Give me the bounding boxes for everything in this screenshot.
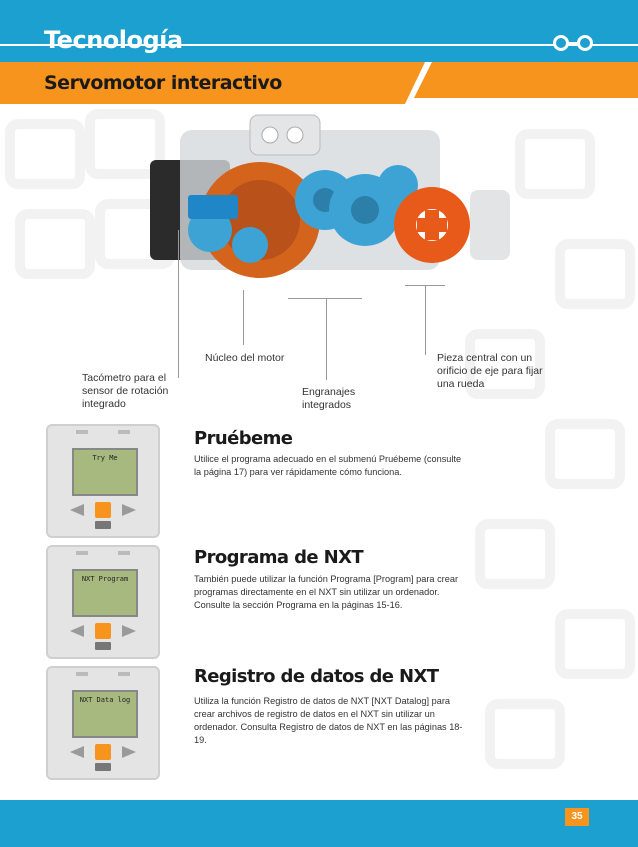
leader-nucleo <box>243 290 244 345</box>
right-arrow-icon <box>122 625 136 637</box>
section-body-programa: También puede utilizar la función Progra… <box>194 574 459 610</box>
nxt-screen: Try Me <box>72 448 138 496</box>
nxt-screen: NXT Data log <box>72 690 138 738</box>
leader-tacometro <box>178 230 179 378</box>
page-number: 35 <box>565 808 589 826</box>
enter-button-icon <box>95 623 111 639</box>
section-body-pruebeme: Utilice el programa adecuado en el subme… <box>194 454 462 477</box>
leader-engranajes <box>326 298 327 380</box>
nxt-brick-datalog: NXT Data log <box>46 666 160 780</box>
right-arrow-icon <box>122 746 136 758</box>
callout-nucleo: Núcleo del motor <box>205 352 285 364</box>
header-bar <box>0 0 638 62</box>
enter-button-icon <box>95 744 111 760</box>
section-title-pruebeme: Pruébeme <box>194 428 293 449</box>
nxt-brick-tryme: Try Me <box>46 424 160 538</box>
back-button-icon <box>95 642 111 650</box>
left-arrow-icon <box>70 746 84 758</box>
left-arrow-icon <box>70 504 84 516</box>
nxt-brick-program: NXT Program <box>46 545 160 659</box>
leader-pieza <box>425 285 426 355</box>
callout-engranajes: Engranajes integrados <box>302 386 356 411</box>
leader-engranajes-bracket <box>288 298 362 299</box>
section-title-programa: Programa de NXT <box>194 547 364 568</box>
back-button-icon <box>95 763 111 771</box>
section-body-registro: Utiliza la función Registro de datos de … <box>194 696 463 745</box>
subtitle-bar <box>0 62 638 104</box>
callout-tacometro: Tacómetro para el sensor de rotación int… <box>82 372 169 410</box>
nxt-screen: NXT Program <box>72 569 138 617</box>
section-subtitle: Servomotor interactivo <box>44 72 282 94</box>
background-bricks <box>5 109 635 769</box>
back-button-icon <box>95 521 111 529</box>
callout-pieza: Pieza central con un orificio de eje par… <box>437 352 543 390</box>
enter-button-icon <box>95 502 111 518</box>
footer-bar <box>0 800 638 847</box>
left-arrow-icon <box>70 625 84 637</box>
right-arrow-icon <box>122 504 136 516</box>
servomotor-illustration <box>150 114 510 278</box>
header-rule <box>0 44 638 46</box>
page-title: Tecnología <box>44 26 183 54</box>
section-title-registro: Registro de datos de NXT <box>194 666 439 687</box>
